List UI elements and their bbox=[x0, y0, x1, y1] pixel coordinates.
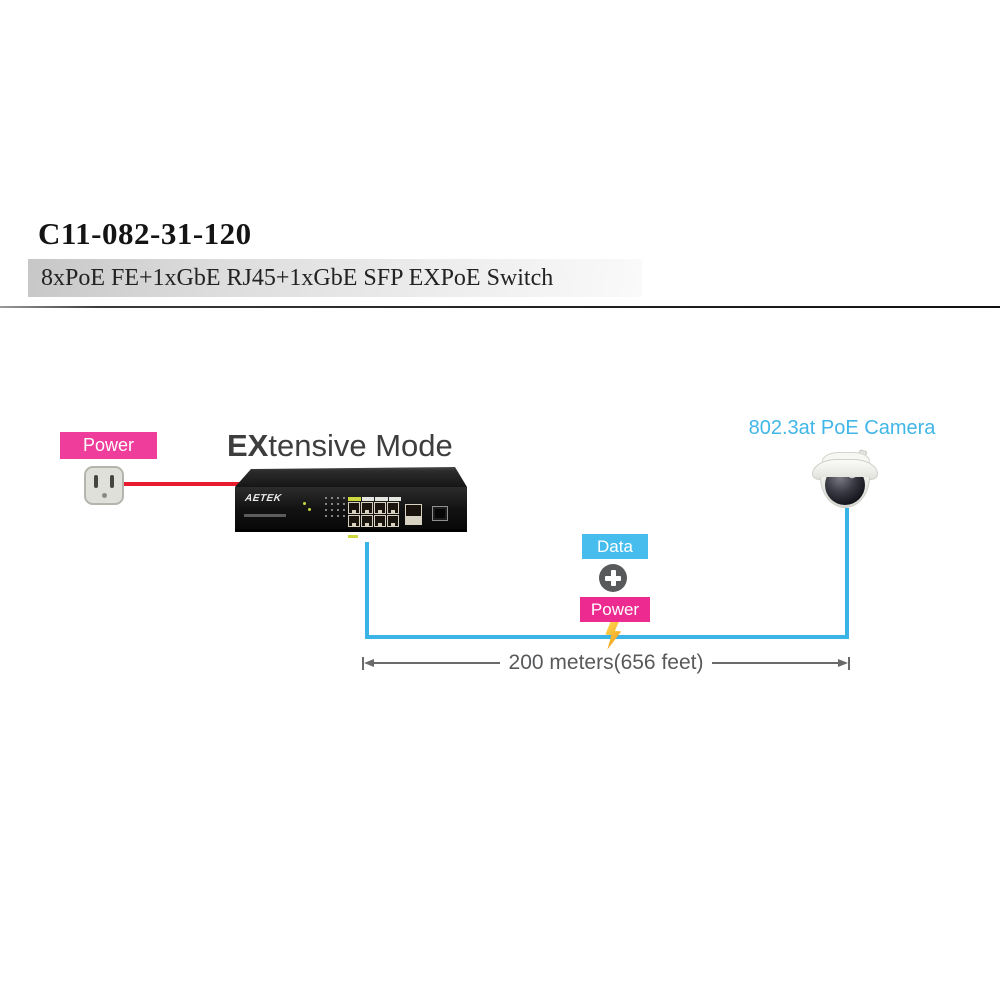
power-source-label: Power bbox=[60, 432, 157, 459]
rj45-port bbox=[361, 501, 373, 514]
dome-camera-icon bbox=[812, 449, 878, 510]
power-outlet-icon bbox=[84, 466, 124, 505]
port-label-strip bbox=[348, 497, 403, 501]
power-badge: Power bbox=[580, 597, 650, 622]
data-badge: Data bbox=[582, 534, 648, 559]
mode-title-rest: tensive Mode bbox=[268, 428, 453, 463]
poe-switch: AETEK bbox=[235, 464, 467, 538]
divider-rule bbox=[0, 306, 1000, 308]
rj45-port-grid bbox=[348, 501, 403, 527]
rj45-port bbox=[361, 514, 373, 527]
rj45-port bbox=[348, 514, 360, 527]
port-label-chip bbox=[375, 497, 388, 501]
camera-dome bbox=[820, 477, 870, 508]
switch-poe-port-block bbox=[348, 497, 403, 538]
page-title: C11-082-31-120 bbox=[38, 216, 252, 251]
rj45-port bbox=[374, 501, 386, 514]
power-cable-red bbox=[121, 482, 243, 486]
mode-title: EXtensive Mode bbox=[227, 428, 453, 464]
camera-lens bbox=[825, 477, 865, 505]
outlet-ground-hole bbox=[101, 493, 107, 498]
switch-uplink-port bbox=[405, 504, 422, 525]
port-label-chip bbox=[388, 497, 401, 501]
ethernet-cable-left bbox=[365, 542, 369, 639]
switch-model-print bbox=[244, 514, 286, 517]
switch-led-yellow bbox=[308, 508, 311, 511]
rj45-port bbox=[387, 501, 399, 514]
switch-top-face bbox=[235, 467, 467, 487]
measure-arrow-right-icon bbox=[838, 659, 848, 667]
switch-led-yellow bbox=[303, 502, 306, 505]
measure-tick-left bbox=[362, 656, 364, 670]
port-label-chip bbox=[348, 535, 358, 538]
outlet-slot-left bbox=[94, 475, 98, 488]
distance-label: 200 meters(656 feet) bbox=[508, 651, 704, 674]
ethernet-cable-right bbox=[845, 508, 849, 639]
measure-line-right bbox=[712, 662, 838, 664]
port-label-chip bbox=[361, 497, 374, 501]
measure-arrow-left-icon bbox=[364, 659, 374, 667]
plus-icon bbox=[599, 564, 627, 592]
distance-measure: 200 meters(656 feet) bbox=[362, 651, 850, 675]
measure-line-left bbox=[374, 662, 500, 664]
ethernet-cable-bottom bbox=[365, 635, 849, 639]
camera-label: 802.3at PoE Camera bbox=[748, 417, 936, 439]
rj45-port bbox=[374, 514, 386, 527]
measure-tick-right bbox=[848, 656, 850, 670]
switch-front-panel: AETEK bbox=[235, 487, 467, 538]
rj45-port bbox=[348, 501, 360, 514]
port-label-chip bbox=[348, 497, 361, 501]
mode-title-bold: EX bbox=[227, 428, 269, 463]
switch-brand-logo: AETEK bbox=[244, 493, 283, 504]
description-highlight-bar: 8xPoE FE+1xGbE RJ45+1xGbE SFP EXPoE Swit… bbox=[28, 259, 642, 297]
outlet-slot-right bbox=[110, 475, 114, 488]
rj45-port bbox=[387, 514, 399, 527]
switch-sfp-port bbox=[432, 506, 448, 521]
product-description: 8xPoE FE+1xGbE RJ45+1xGbE SFP EXPoE Swit… bbox=[41, 265, 554, 291]
